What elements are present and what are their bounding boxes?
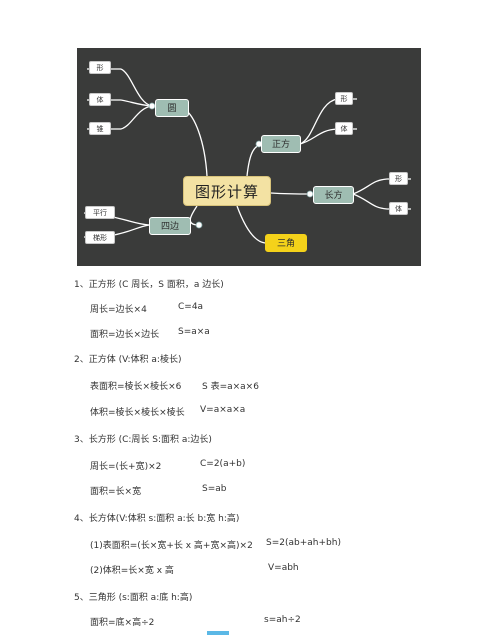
note-text: 面积=边长×边长 <box>90 330 160 340</box>
note-formula: S=a×a <box>178 327 210 337</box>
note-text: 面积=底×高÷2 <box>90 618 155 628</box>
mind-map-connectors <box>83 68 411 244</box>
note-formula: V=a×a×a <box>200 405 246 415</box>
center-node[interactable]: 图形计算 <box>183 176 271 206</box>
leaf-parallelogram[interactable]: 平行 <box>85 206 115 219</box>
branch-quadrilateral[interactable]: 四边 <box>149 217 191 235</box>
note-formula: S=2(ab+ah+bh) <box>266 538 341 548</box>
leaf-square-shape[interactable]: 形 <box>335 92 353 105</box>
branch-circle[interactable]: 圆 <box>155 99 189 117</box>
note-text: 周长=边长×4 <box>90 305 147 315</box>
section-title: 5、三角形 (s:面积 a:底 h:高) <box>74 593 193 603</box>
section-title: 4、长方体(V:体积 s:面积 a:长 b:宽 h:高) <box>74 514 240 524</box>
note-text: 面积=长×宽 <box>90 487 142 497</box>
section-title: 3、长方形 (C:周长 S:面积 a:边长) <box>74 435 212 445</box>
note-text: 表面积=棱长×棱长×6 <box>90 382 182 392</box>
note-text: 周长=(长+宽)×2 <box>90 462 162 472</box>
note-formula: C=2(a+b) <box>200 459 246 469</box>
leaf-rect-shape[interactable]: 形 <box>389 172 408 185</box>
section-title: 1、正方形 (C 周长，S 面积，a 边长) <box>74 280 224 290</box>
bottom-marker <box>207 631 229 635</box>
note-text: 体积=棱长×棱长×棱长 <box>90 408 185 418</box>
leaf-circle-cone[interactable]: 锥 <box>89 122 111 135</box>
leaf-square-solid[interactable]: 体 <box>335 122 353 135</box>
branch-rectangle[interactable]: 长方 <box>313 186 354 204</box>
note-formula: S=ab <box>202 484 227 494</box>
leaf-circle-shape[interactable]: 形 <box>89 61 111 74</box>
note-formula: s=ah÷2 <box>264 615 301 625</box>
leaf-trapezoid[interactable]: 梯形 <box>85 231 115 244</box>
note-formula: V=abh <box>268 563 299 573</box>
leaf-rect-solid[interactable]: 体 <box>389 202 408 215</box>
note-text: (1)表面积=(长×宽+长 x 高+宽×高)×2 <box>90 541 253 551</box>
mind-map: 图形计算 圆 正方 长方 四边 三角 形 体 锥 形 体 形 体 平行 梯形 <box>77 48 421 266</box>
branch-triangle[interactable]: 三角 <box>265 234 307 252</box>
leaf-circle-solid[interactable]: 体 <box>89 93 111 106</box>
note-text: (2)体积=长×宽 x 高 <box>90 566 174 576</box>
branch-square[interactable]: 正方 <box>261 135 301 153</box>
section-title: 2、正方体 (V:体积 a:棱长) <box>74 355 182 365</box>
note-formula: S 表=a×a×6 <box>202 382 259 392</box>
note-formula: C=4a <box>178 302 204 312</box>
